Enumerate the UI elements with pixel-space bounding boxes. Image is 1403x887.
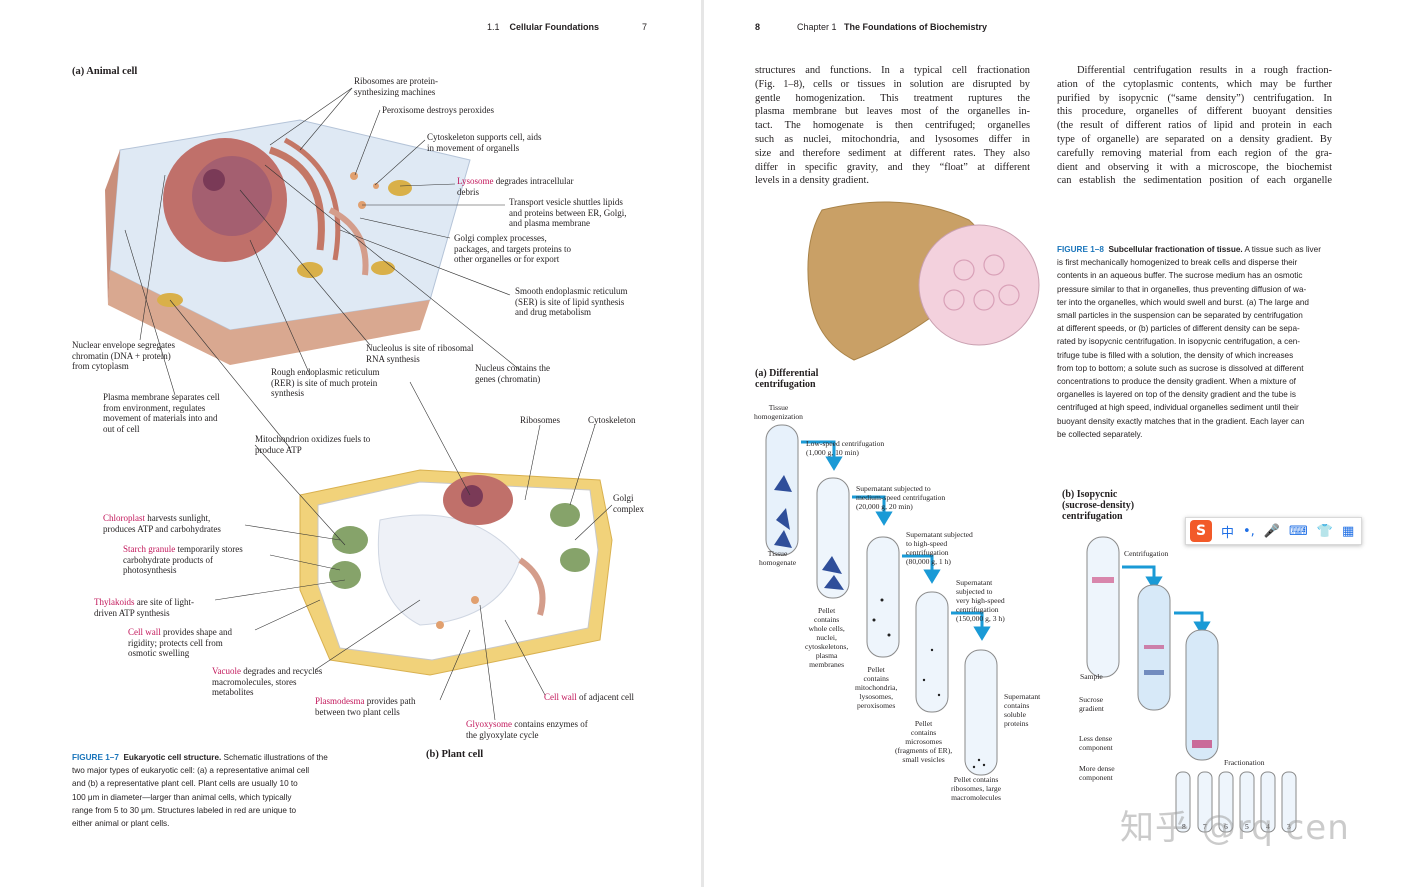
fractionation-illustration	[765, 201, 1297, 833]
label-sucrose-gradient: Sucrose gradient	[1079, 695, 1104, 713]
part-b-title: (b) Isopycnic (sucrose-density) centrifu…	[1062, 489, 1135, 522]
label-medium-speed: Supernatant subjected to medium-speed ce…	[856, 484, 946, 511]
label-pellet-3: Pellet contains microsomes (fragments of…	[895, 719, 953, 764]
label-nuclear-envelope: Nuclear envelope segregates chromatin (D…	[72, 340, 175, 371]
label-ribosomes: Ribosomes are protein- synthesizing mach…	[354, 76, 438, 97]
label-mitochondrion: Mitochondrion oxidizes fuels to produce …	[255, 434, 371, 455]
label-plasma-membrane: Plasma membrane separates cell from envi…	[103, 392, 220, 434]
label-transport-vesicle: Transport vesicle shuttles lipids and pr…	[509, 197, 627, 228]
ime-toolbar[interactable]: S 中 •, 🎤 ⌨ 👕 ▦	[1185, 517, 1362, 545]
tissue-magnification	[918, 224, 1040, 346]
ime-grid-menu-icon[interactable]: ▦	[1341, 523, 1355, 539]
label-tissue-homogenization: Tissue homogenization	[754, 403, 803, 421]
label-plant-ribosomes: Ribosomes	[520, 415, 561, 425]
label-plant-cytoskeleton: Cytoskeleton	[588, 415, 636, 425]
watermark: 知乎 @rq cen	[1120, 808, 1350, 848]
part-a-title: (a) Differential centrifugation	[755, 368, 819, 390]
plant-cell-title: (b) Plant cell	[426, 749, 484, 760]
label-plasmodesma: Plasmodesma provides path between two pl…	[315, 696, 416, 717]
fraction-number: 6	[1224, 822, 1228, 831]
figure-1-7-caption: FIGURE 1–7 Eukaryotic cell structure. Sc…	[72, 753, 328, 829]
label-golgi-complex: Golgi complex processes, packages, and t…	[454, 233, 572, 264]
process-arrows	[801, 440, 1211, 641]
cell-illustrations	[105, 87, 613, 721]
ime-logo-icon[interactable]: S	[1190, 520, 1212, 542]
page-gutter	[701, 0, 704, 887]
fraction-number: 8	[1182, 822, 1186, 831]
label-soluble-proteins: Supernatant contains soluble proteins	[1004, 692, 1041, 728]
right-page-number: 8	[755, 22, 761, 32]
body-column-1: structures and functions. In a typical c…	[755, 65, 1030, 187]
label-more-dense: More dense component	[1079, 764, 1115, 782]
label-nucleolus: Nucleolus is site of ribosomal RNA synth…	[366, 343, 474, 364]
ime-keyboard-icon[interactable]: ⌨	[1289, 523, 1308, 539]
fraction-number: 7	[1203, 822, 1207, 831]
label-leader-lines	[124, 87, 613, 721]
animal-cell-illustration	[105, 119, 471, 365]
label-pellet-4: Pellet contains ribosomes, large macromo…	[951, 775, 1002, 802]
label-fractionation: Fractionation	[1224, 758, 1265, 767]
label-sample: Sample	[1080, 672, 1103, 681]
fraction-number: 4	[1266, 822, 1270, 831]
isopycnic-tubes	[1086, 536, 1297, 833]
body-column-2: Differential centrifugation results in a…	[1057, 65, 1332, 187]
ime-microphone-icon[interactable]: 🎤	[1263, 523, 1281, 539]
differential-tubes	[765, 424, 998, 776]
left-page-number: 7	[642, 22, 648, 32]
fraction-number: 3	[1287, 822, 1291, 831]
fraction-number: 5	[1245, 822, 1249, 831]
ime-punctuation-button[interactable]: •,	[1243, 523, 1255, 539]
label-glyoxysome: Glyoxysome contains enzymes of the glyox…	[466, 719, 588, 740]
figure-1-8-caption: FIGURE 1–8 Subcellular fractionation of …	[1057, 245, 1321, 439]
label-pellet-1: Pellet contains whole cells, nuclei, cyt…	[805, 606, 849, 669]
label-tissue-homogenate: Tissue homogenate	[759, 549, 797, 567]
label-plant-golgi: Golgi complex	[613, 493, 644, 514]
label-nucleus: Nucleus contains the genes (chromatin)	[475, 363, 550, 384]
label-cell-wall: Cell wall provides shape and rigidity; p…	[128, 627, 232, 658]
animal-cell-title: (a) Animal cell	[72, 66, 138, 77]
left-running-header: 1.1 Cellular Foundations	[487, 22, 600, 32]
label-low-speed: Low-speed centrifugation (1,000 g, 10 mi…	[806, 439, 885, 457]
label-chloroplast: Chloroplast harvests sunlight, produces …	[103, 513, 221, 534]
label-centrifugation: Centrifugation	[1124, 549, 1169, 558]
ime-skin-icon[interactable]: 👕	[1316, 523, 1333, 539]
label-lysosome: Lysosome degrades intracellular debris	[457, 176, 574, 197]
label-thylakoids: Thylakoids are site of light- driven ATP…	[94, 597, 194, 618]
label-cell-wall-adjacent: Cell wall of adjacent cell	[544, 692, 634, 702]
label-very-high-speed: Supernatant subjected to very high-speed…	[956, 578, 1005, 623]
ime-chinese-mode-button[interactable]: 中	[1221, 525, 1235, 541]
label-less-dense: Less dense component	[1079, 734, 1113, 752]
label-high-speed: Supernatant subjected to high-speed cent…	[906, 530, 973, 566]
label-pellet-2: Pellet contains mitochondria, lysosomes,…	[855, 665, 898, 710]
label-vacuole: Vacuole degrades and recycles macromolec…	[212, 666, 323, 697]
right-running-header: Chapter 1 The Foundations of Biochemistr…	[797, 22, 988, 32]
plant-cell-illustration	[299, 469, 613, 676]
label-cytoskeleton: Cytoskeleton supports cell, aids in move…	[427, 132, 542, 153]
label-starch-granule: Starch granule temporarily stores carboh…	[123, 544, 243, 575]
label-peroxisome: Peroxisome destroys peroxides	[382, 105, 494, 115]
label-ser: Smooth endoplasmic reticulum (SER) is si…	[515, 286, 628, 317]
label-rer: Rough endoplasmic reticulum (RER) is sit…	[271, 367, 380, 398]
